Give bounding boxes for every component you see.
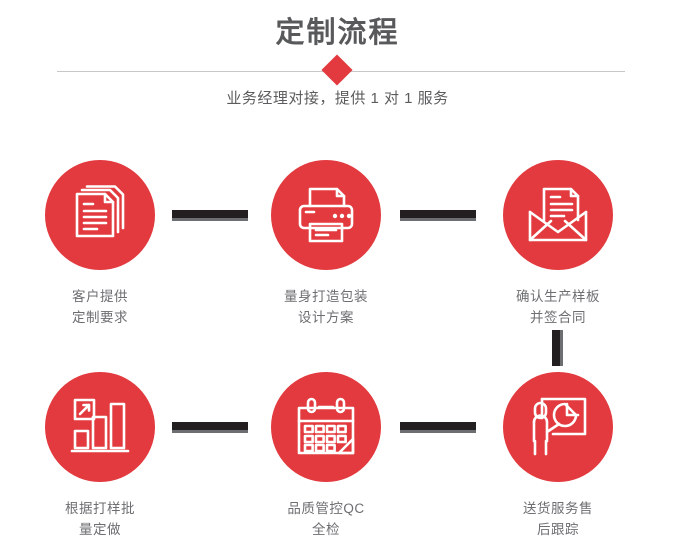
step-1-icon-badge [45,160,155,270]
title-divider [0,54,675,86]
step-6-icon-badge [503,372,613,482]
diamond-marker-icon [321,54,353,86]
step-1-label: 客户提供 定制要求 [72,289,128,325]
step-2-icon-badge [271,160,381,270]
step-3-icon-badge [503,160,613,270]
step-4-label: 根据打样批 量定做 [65,501,135,537]
flow-step-6[interactable]: 送货服务售 后跟踪 [458,357,658,540]
connector-step5-step6 [400,422,476,430]
printer-icon [295,184,357,246]
presenter-pie-chart-icon [527,396,589,458]
header-section: 定制流程 业务经理对接，提供 1 对 1 服务 [0,0,675,120]
page-title: 定制流程 [275,17,400,49]
process-flow-section: 客户提供 定制要求 量身打造包装 设计方案 [0,145,675,550]
step-5-icon-badge [271,372,381,482]
documents-stack-icon [69,184,131,246]
bar-chart-growth-icon [70,398,130,456]
step-5-label: 品质管控QC 全检 [287,501,365,537]
flow-step-3[interactable]: 确认生产样板 并签合同 [458,145,658,328]
connector-step1-step2 [172,210,248,218]
envelope-letter-icon [526,186,590,244]
flow-step-2[interactable]: 量身打造包装 设计方案 [226,145,426,328]
step-2-label: 量身打造包装 设计方案 [284,289,368,325]
connector-step3-step6 [552,330,560,366]
flow-step-5[interactable]: 品质管控QC 全检 [226,357,426,540]
calendar-icon [295,397,357,457]
step-4-icon-badge [45,372,155,482]
step-3-label: 确认生产样板 并签合同 [516,289,600,325]
connector-step2-step3 [400,210,476,218]
page-subtitle: 业务经理对接，提供 1 对 1 服务 [226,90,449,107]
flow-step-1[interactable]: 客户提供 定制要求 [0,145,200,328]
flow-step-4[interactable]: 根据打样批 量定做 [0,357,200,540]
step-6-label: 送货服务售 后跟踪 [523,501,593,537]
connector-step4-step5 [172,422,248,430]
